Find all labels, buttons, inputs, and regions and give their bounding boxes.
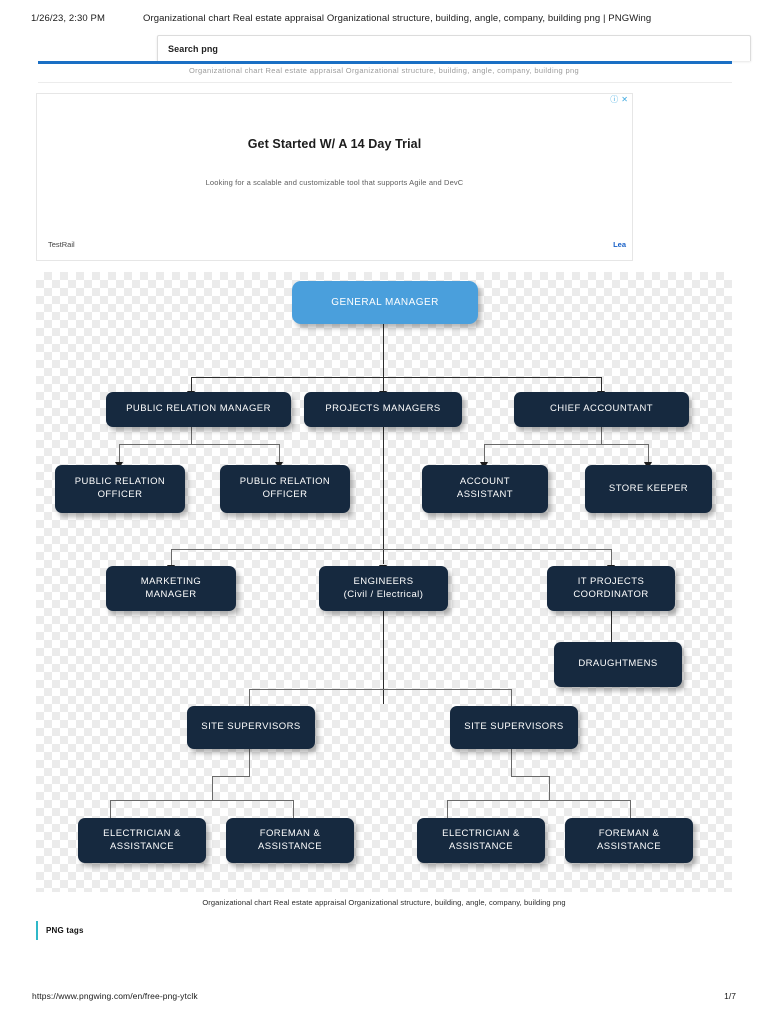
org-node-public-relation-officer-1[interactable]: PUBLIC RELATION OFFICER	[55, 465, 185, 513]
org-node-engineers[interactable]: ENGINEERS (Civil / Electrical)	[319, 566, 448, 611]
connector	[447, 800, 630, 801]
accent-rule	[38, 61, 732, 64]
org-node-it-projects-coordinator[interactable]: IT PROJECTS COORDINATOR	[547, 566, 675, 611]
connector	[191, 377, 601, 378]
connector	[511, 749, 512, 776]
connector	[447, 800, 448, 820]
org-node-projects-managers[interactable]: PROJECTS MANAGERS	[304, 392, 462, 427]
ad-brand: TestRail	[48, 240, 75, 249]
info-icon[interactable]: ⓘ	[610, 95, 619, 104]
connector	[601, 377, 602, 392]
print-header: 1/26/23, 2:30 PM Organizational chart Re…	[0, 13, 768, 24]
ad-headline: Get Started W/ A 14 Day Trial	[247, 137, 422, 151]
advertisement[interactable]: ⓘ ✕ Get Started W/ A 14 Day Trial Lookin…	[36, 93, 633, 261]
connector	[171, 549, 611, 550]
org-node-site-supervisors-2[interactable]: SITE SUPERVISORS	[450, 706, 578, 749]
org-node-public-relation-officer-2[interactable]: PUBLIC RELATION OFFICER	[220, 465, 350, 513]
connector	[383, 415, 384, 564]
connector	[511, 776, 549, 777]
breadcrumb: Organizational chart Real estate apprais…	[188, 66, 580, 75]
org-chart-image: GENERAL MANAGER PUBLIC RELATION MANAGER …	[36, 272, 732, 892]
footer-url: https://www.pngwing.com/en/free-png-ytcl…	[32, 991, 198, 1001]
ad-subtext: Looking for a scalable and customizable …	[205, 178, 464, 187]
image-caption: Organizational chart Real estate apprais…	[202, 898, 566, 907]
org-node-draughtmens[interactable]: DRAUGHTMENS	[554, 642, 682, 687]
org-node-marketing-manager[interactable]: MARKETING MANAGER	[106, 566, 236, 611]
connector	[110, 800, 111, 820]
divider	[38, 82, 732, 83]
org-node-site-supervisors-1[interactable]: SITE SUPERVISORS	[187, 706, 315, 749]
org-node-chief-accountant[interactable]: CHIEF ACCOUNTANT	[514, 392, 689, 427]
connector	[611, 611, 612, 653]
connector	[630, 800, 631, 820]
connector	[119, 444, 120, 464]
connector	[511, 689, 512, 709]
connector	[212, 776, 250, 777]
connector	[191, 377, 192, 392]
ad-cta-link[interactable]: Lea	[613, 240, 626, 249]
org-node-account-assistant[interactable]: ACCOUNT ASSISTANT	[422, 465, 548, 513]
page-title: Organizational chart Real estate apprais…	[142, 13, 652, 24]
png-tags-section: PNG tags	[36, 921, 84, 940]
org-node-electrician-assistance-2[interactable]: ELECTRICIAN & ASSISTANCE	[417, 818, 545, 863]
connector	[601, 415, 602, 444]
search-input[interactable]	[158, 36, 750, 61]
connector	[383, 377, 384, 392]
print-date: 1/26/23, 2:30 PM	[31, 13, 105, 24]
png-tags-label: PNG tags	[46, 926, 84, 935]
connector	[611, 549, 612, 567]
connector	[171, 549, 172, 567]
close-icon[interactable]: ✕	[621, 95, 628, 104]
connector	[249, 749, 250, 776]
search-bar[interactable]	[157, 35, 751, 61]
connector	[110, 800, 293, 801]
section-accent-bar	[36, 921, 38, 940]
connector	[293, 800, 294, 820]
connector	[249, 689, 250, 709]
connector	[648, 444, 649, 464]
footer-page-number: 1/7	[724, 991, 736, 1001]
org-node-foreman-assistance-2[interactable]: FOREMAN & ASSISTANCE	[565, 818, 693, 863]
connector	[249, 689, 511, 690]
org-chart: GENERAL MANAGER PUBLIC RELATION MANAGER …	[36, 272, 732, 892]
connector	[383, 324, 384, 377]
org-node-public-relation-manager[interactable]: PUBLIC RELATION MANAGER	[106, 392, 291, 427]
org-node-foreman-assistance-1[interactable]: FOREMAN & ASSISTANCE	[226, 818, 354, 863]
connector	[212, 776, 213, 800]
connector	[191, 415, 192, 444]
connector	[484, 444, 648, 445]
org-node-electrician-assistance-1[interactable]: ELECTRICIAN & ASSISTANCE	[78, 818, 206, 863]
connector	[484, 444, 485, 464]
connector	[549, 776, 550, 800]
connector	[279, 444, 280, 464]
ad-controls: ⓘ ✕	[610, 96, 628, 104]
connector	[119, 444, 279, 445]
connector	[383, 611, 384, 704]
org-node-store-keeper[interactable]: STORE KEEPER	[585, 465, 712, 513]
org-node-general-manager[interactable]: GENERAL MANAGER	[292, 281, 478, 324]
